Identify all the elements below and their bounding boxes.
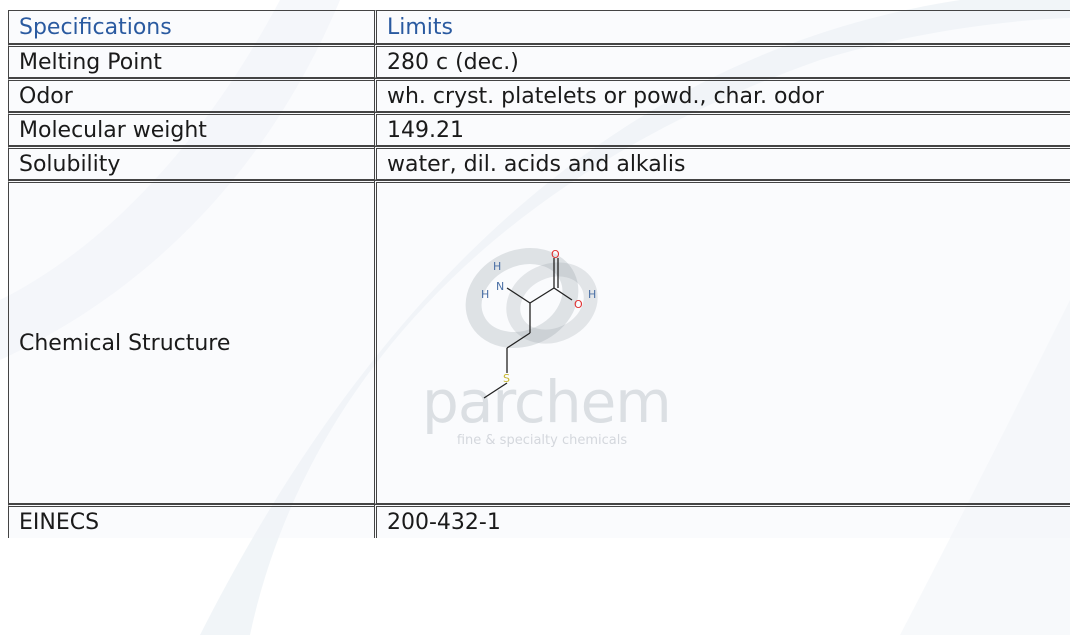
watermark-word: parchem [422,368,672,436]
specifications-table: Specifications Limits Melting Point 280 … [8,10,1070,538]
row-value: water, dil. acids and alkalis [374,146,1070,180]
row-value: 280 c (dec.) [374,44,1070,78]
row-label: Chemical Structure [8,180,374,504]
table-row: Solubility water, dil. acids and alkalis [8,146,1070,180]
atom-s: S [503,372,510,385]
chemical-structure-cell: parchem fine & specialty chemicals H N [374,180,1070,504]
table-row: Melting Point 280 c (dec.) [8,44,1070,78]
table-row: Molecular weight 149.21 [8,112,1070,146]
row-value: 149.21 [374,112,1070,146]
atom-h: H [493,260,501,273]
header-specifications: Specifications [8,10,374,44]
atom-n: N [496,280,504,293]
atom-o: O [574,298,583,311]
table-row: Odor wh. cryst. platelets or powd., char… [8,78,1070,112]
atom-o: O [551,248,560,261]
watermark-rings-icon [465,248,598,348]
row-label: EINECS [8,504,374,538]
row-label: Solubility [8,146,374,180]
table-header-row: Specifications Limits [8,10,1070,44]
row-label: Molecular weight [8,112,374,146]
row-value: 200-432-1 [374,504,1070,538]
table-row: EINECS 200-432-1 [8,504,1070,538]
row-value: wh. cryst. platelets or powd., char. odo… [374,78,1070,112]
atom-h: H [588,288,596,301]
watermark-tagline: fine & specialty chemicals [456,433,628,448]
atom-h: H [481,288,489,301]
methionine-structure-diagram: H N H O O H S [481,248,596,399]
parchem-watermark: parchem fine & specialty chemicals [422,248,672,448]
row-label: Melting Point [8,44,374,78]
table-row-structure: Chemical Structure parchem fine & specia… [8,180,1070,504]
row-label: Odor [8,78,374,112]
header-limits: Limits [374,10,1070,44]
